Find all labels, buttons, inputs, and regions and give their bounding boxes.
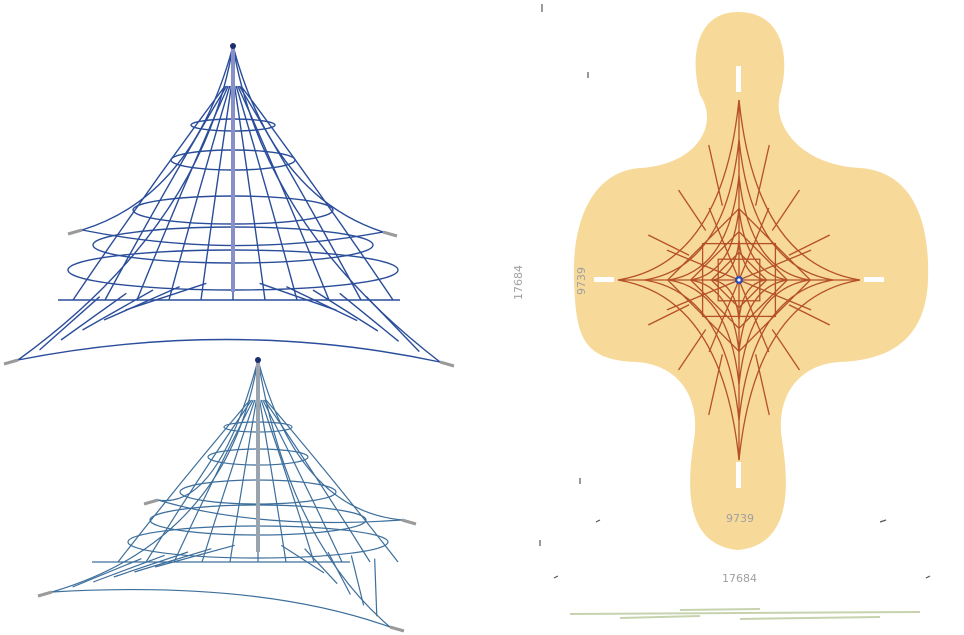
plan-net-lines xyxy=(617,99,861,461)
ground-anchor xyxy=(3,358,19,366)
anchor-slot-bottom xyxy=(736,462,741,488)
plan-view-drawing: 17684 9739 9739 17684 xyxy=(500,0,964,635)
net-ropes xyxy=(51,359,403,628)
dimension-inner-vertical: 9739 xyxy=(575,267,588,295)
anchor-slot-right xyxy=(864,277,884,282)
ground-anchor xyxy=(67,228,83,236)
sheet-tick-marks xyxy=(539,4,931,579)
dimension-inner-horizontal: 9739 xyxy=(726,512,754,525)
grass-strip xyxy=(569,608,921,620)
ground-anchor xyxy=(37,590,53,598)
pyramid-net-side xyxy=(37,357,417,633)
ground-anchor xyxy=(389,625,405,633)
front-view-drawing xyxy=(0,30,470,375)
ground-anchor xyxy=(439,360,455,368)
ground-anchor xyxy=(143,498,159,506)
dimension-total-horizontal: 17684 xyxy=(722,572,757,585)
safety-surface-plan: 17684 9739 9739 17684 xyxy=(512,4,931,620)
net-ropes xyxy=(17,45,441,363)
side-view-drawing xyxy=(30,352,450,635)
safety-surface xyxy=(573,12,929,550)
ground-anchor xyxy=(382,230,398,238)
pyramid-net-front xyxy=(3,43,455,368)
dimension-total-vertical: 17684 xyxy=(512,265,525,300)
anchor-slot-left xyxy=(594,277,614,282)
ground-anchor xyxy=(401,518,417,526)
anchor-slot-top xyxy=(736,66,741,92)
